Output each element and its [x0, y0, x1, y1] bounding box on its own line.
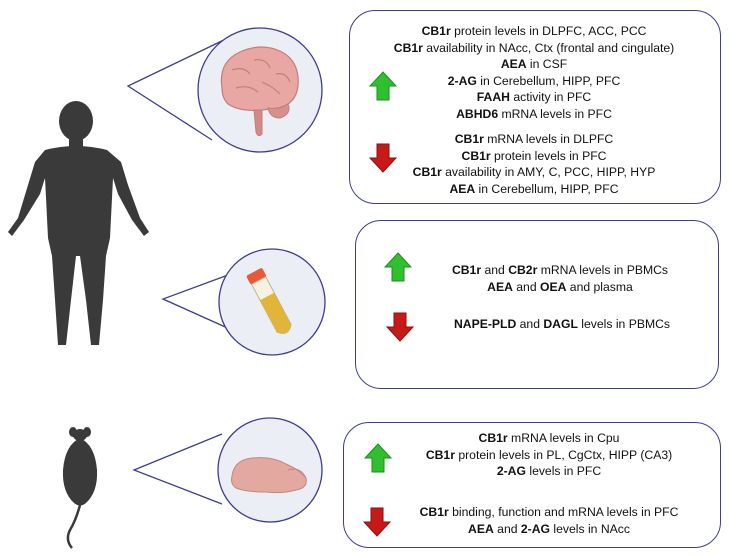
rodent-down-findings: CB1r binding, function and mRNA levels i…	[384, 504, 714, 537]
down-arrow-icon	[386, 312, 414, 342]
finding-line: 2-AG levels in PFC	[496, 464, 602, 479]
down-arrow-icon	[363, 507, 391, 537]
finding-line: CB1r and CB2r mRNA levels in PBMCs	[451, 263, 669, 277]
finding-line: CB1r protein levels in PL, CgCtx, HIPP (…	[425, 447, 673, 462]
finding-line: AEA and 2-AG levels in NAcc	[468, 521, 630, 536]
up-arrow-icon	[384, 252, 412, 282]
finding-line: FAAH activity in PFC	[476, 90, 592, 105]
finding-line: AEA in Cerebellum, HIPP, PFC	[449, 181, 619, 196]
blood-up-findings: CB1r and CB2r mRNA levels in PBMCs AEA a…	[400, 262, 720, 295]
blood-tube-icon	[246, 268, 292, 334]
brain-down-findings: CB1r mRNA levels in DLPFC CB1r protein l…	[352, 131, 716, 197]
blood-down-findings: NAPE-PLD and DAGL levels in PBMCs	[412, 316, 712, 333]
callout-lines	[126, 37, 233, 505]
blood-findings-panel	[355, 220, 719, 389]
up-arrow-icon	[364, 443, 392, 473]
human-silhouette-icon	[8, 101, 149, 345]
finding-line: CB1r protein levels in DLPFC, ACC, PCC	[421, 24, 647, 38]
rodent-findings-panel	[343, 422, 721, 548]
finding-line: AEA and OEA and plasma	[487, 279, 633, 294]
finding-line: 2-AG in Cerebellum, HIPP, PFC	[447, 73, 621, 88]
rat-silhouette-icon	[62, 427, 98, 549]
finding-line: NAPE-PLD and DAGL levels in PBMCs	[453, 317, 671, 331]
brain-findings-panel	[349, 10, 721, 204]
down-arrow-icon	[369, 143, 397, 173]
finding-line: AEA in CSF	[500, 57, 568, 72]
up-arrow-icon	[369, 71, 397, 101]
finding-line: CB1r mRNA levels in Cpu	[478, 431, 620, 445]
rodent-up-findings: CB1r mRNA levels in Cpu CB1r protein lev…	[384, 430, 714, 480]
finding-line: CB1r mRNA levels in DLPFC	[454, 132, 614, 146]
brain-up-findings: CB1r protein levels in DLPFC, ACC, PCC C…	[352, 23, 716, 123]
finding-line: CB1r availability in AMY, C, PCC, HIPP, …	[412, 165, 656, 180]
rodent-brain-icon	[231, 457, 307, 494]
finding-line: CB1r binding, function and mRNA levels i…	[419, 505, 679, 519]
brain-icon	[220, 46, 299, 137]
finding-line: ABHD6 mRNA levels in PFC	[456, 106, 612, 121]
finding-line: CB1r availability in NAcc, Ctx (frontal …	[393, 40, 675, 55]
finding-line: CB1r protein levels in PFC	[461, 148, 607, 163]
